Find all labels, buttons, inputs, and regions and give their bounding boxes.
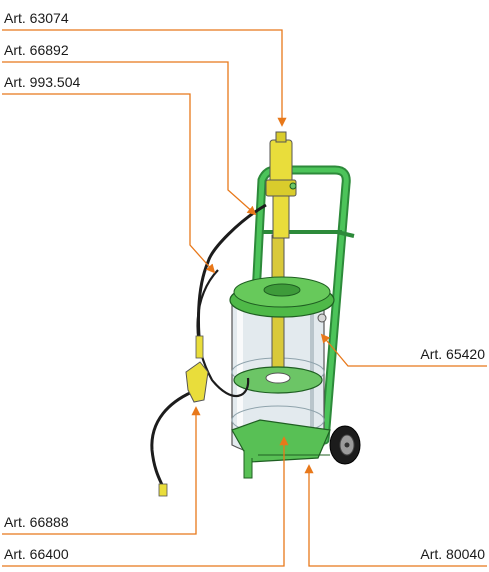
trolley-base (231, 419, 331, 479)
leader-80040 (304, 464, 487, 567)
leader-66400 (2, 436, 289, 567)
leader-66888 (2, 406, 201, 535)
trolley-wheel (329, 425, 361, 465)
leader-993504 (2, 93, 216, 274)
follower-plate (233, 366, 323, 394)
leader-63074 (2, 29, 287, 127)
part-labels: Art. 63074 Art. 66892 Art. 993.504 Art. … (4, 10, 485, 562)
hose-loop (196, 269, 250, 398)
label-lid: Art. 65420 (420, 346, 485, 362)
label-pump: Art. 63074 (4, 10, 69, 26)
leader-66892 (2, 61, 257, 216)
label-follower-plate: Art. 66400 (4, 546, 69, 562)
container-lid (229, 276, 335, 323)
grease-gun (158, 335, 209, 497)
leader-lines (2, 29, 487, 567)
label-hose: Art. 993.504 (4, 74, 80, 90)
label-gun: Art. 66888 (4, 514, 69, 530)
label-trolley: Art. 80040 (420, 546, 485, 562)
leader-65420 (320, 333, 487, 367)
grease-pump-trolley-illustration (150, 131, 361, 497)
air-operated-pump (265, 131, 297, 239)
label-pump-holder: Art. 66892 (4, 42, 69, 58)
gun-hose (150, 390, 193, 488)
